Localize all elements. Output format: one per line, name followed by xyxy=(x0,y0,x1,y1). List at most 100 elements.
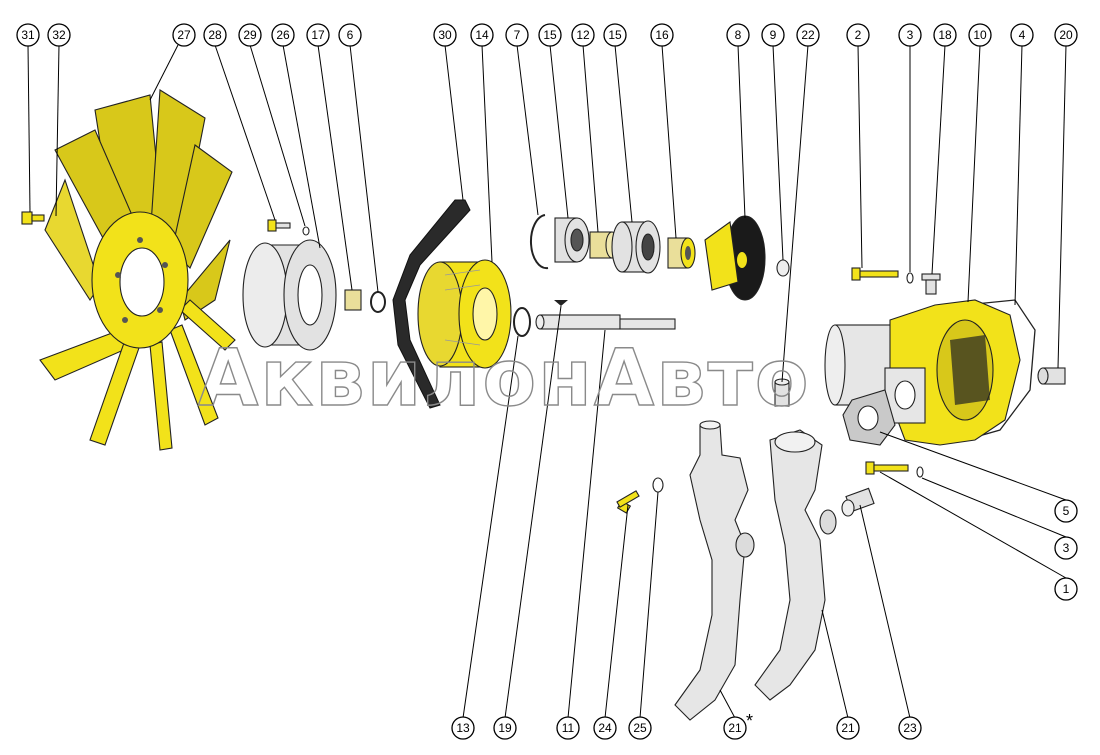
svg-text:5: 5 xyxy=(1063,504,1070,518)
seal-16 xyxy=(667,237,696,269)
callout-12: 12 xyxy=(571,23,595,47)
svg-text:19: 19 xyxy=(498,721,512,735)
svg-text:8: 8 xyxy=(735,28,742,42)
svg-text:1: 1 xyxy=(1063,582,1070,596)
bolt-1 xyxy=(865,461,909,475)
callout-8: 8 xyxy=(726,23,750,47)
callout-7: 7 xyxy=(505,23,529,47)
svg-text:28: 28 xyxy=(208,28,222,42)
svg-text:20: 20 xyxy=(1059,28,1073,42)
o-ring-13 xyxy=(513,307,531,337)
callout-15a: 15 xyxy=(538,23,562,47)
svg-text:22: 22 xyxy=(801,28,815,42)
fitting-22 xyxy=(774,378,790,407)
pipe-21-asterisk xyxy=(674,420,755,721)
svg-text:15: 15 xyxy=(608,28,622,42)
svg-text:4: 4 xyxy=(1019,28,1026,42)
callout-21b: 21 xyxy=(836,716,860,740)
callout-23: 23 xyxy=(898,716,922,740)
bushing-9 xyxy=(776,259,790,277)
svg-text:21: 21 xyxy=(728,721,742,735)
key-19 xyxy=(554,300,568,306)
svg-text:21: 21 xyxy=(841,721,855,735)
callout-21a: 21 xyxy=(723,716,747,740)
callout-22: 22 xyxy=(796,23,820,47)
impeller-8 xyxy=(704,215,766,301)
callout-28: 28 xyxy=(203,23,227,47)
leader-lines xyxy=(27,44,1067,719)
drive-belt-30 xyxy=(392,199,471,409)
svg-text:25: 25 xyxy=(633,721,647,735)
callout-10: 10 xyxy=(968,23,992,47)
svg-text:14: 14 xyxy=(475,28,489,42)
callout-24: 24 xyxy=(593,716,617,740)
callout-1: 1 xyxy=(1054,577,1078,601)
svg-text:31: 31 xyxy=(21,28,35,42)
svg-text:15: 15 xyxy=(543,28,557,42)
callout-25: 25 xyxy=(628,716,652,740)
spacer-26 xyxy=(242,239,337,351)
fan-27 xyxy=(39,89,236,451)
svg-text:3: 3 xyxy=(1063,541,1070,555)
callout-3b: 3 xyxy=(1054,536,1078,560)
fitting-23 xyxy=(841,487,875,517)
pump-housing-10 xyxy=(824,299,1021,446)
gasket-5 xyxy=(842,389,896,446)
pulley-14 xyxy=(417,259,512,369)
circlip-7 xyxy=(529,214,549,270)
callout-14: 14 xyxy=(470,23,494,47)
svg-text:3: 3 xyxy=(907,28,914,42)
callout-3a: 3 xyxy=(898,23,922,47)
washer-3b xyxy=(916,466,924,478)
callout-13: 13 xyxy=(451,716,475,740)
nipple-20 xyxy=(1037,367,1066,385)
svg-text:18: 18 xyxy=(938,28,952,42)
callout-6: 6 xyxy=(338,23,362,47)
svg-text:7: 7 xyxy=(514,28,521,42)
bushing-17 xyxy=(344,289,362,311)
svg-text:23: 23 xyxy=(903,721,917,735)
shaft-11 xyxy=(535,314,676,330)
bolt-31 xyxy=(21,211,45,225)
plug-18 xyxy=(921,273,941,295)
svg-text:13: 13 xyxy=(456,721,470,735)
callout-9: 9 xyxy=(761,23,785,47)
pipe-21 xyxy=(754,429,837,701)
svg-text:6: 6 xyxy=(347,28,354,42)
callout-26: 26 xyxy=(271,23,295,47)
washer-29 xyxy=(302,226,310,236)
callout-4: 4 xyxy=(1010,23,1034,47)
svg-text:12: 12 xyxy=(576,28,590,42)
svg-text:17: 17 xyxy=(311,28,325,42)
callout-30: 30 xyxy=(433,23,457,47)
svg-text:24: 24 xyxy=(598,721,612,735)
svg-text:10: 10 xyxy=(973,28,987,42)
bolt-28 xyxy=(267,219,291,232)
bearing-15a xyxy=(554,217,590,263)
svg-text:11: 11 xyxy=(562,721,575,735)
washer-3a xyxy=(906,272,914,284)
svg-text:30: 30 xyxy=(438,28,452,42)
bearing-15b xyxy=(611,220,661,274)
callout-2: 2 xyxy=(846,23,870,47)
bolt-2 xyxy=(851,267,899,281)
svg-text:29: 29 xyxy=(243,28,257,42)
svg-text:32: 32 xyxy=(52,28,66,42)
callout-15b: 15 xyxy=(603,23,627,47)
svg-text:9: 9 xyxy=(770,28,777,42)
watermark-text: АквилонАвто xyxy=(198,334,810,424)
callout-19: 19 xyxy=(493,716,517,740)
svg-text:26: 26 xyxy=(276,28,290,42)
svg-text:16: 16 xyxy=(655,28,669,42)
callout-21a-asterisk: * xyxy=(746,711,753,731)
callout-29: 29 xyxy=(238,23,262,47)
ring-6 xyxy=(370,291,386,313)
callout-18: 18 xyxy=(933,23,957,47)
callout-17: 17 xyxy=(306,23,330,47)
callout-11: 11 xyxy=(556,716,580,740)
callout-20: 20 xyxy=(1054,23,1078,47)
callout-27: 27 xyxy=(172,23,196,47)
callout-32: 32 xyxy=(47,23,71,47)
callout-16: 16 xyxy=(650,23,674,47)
